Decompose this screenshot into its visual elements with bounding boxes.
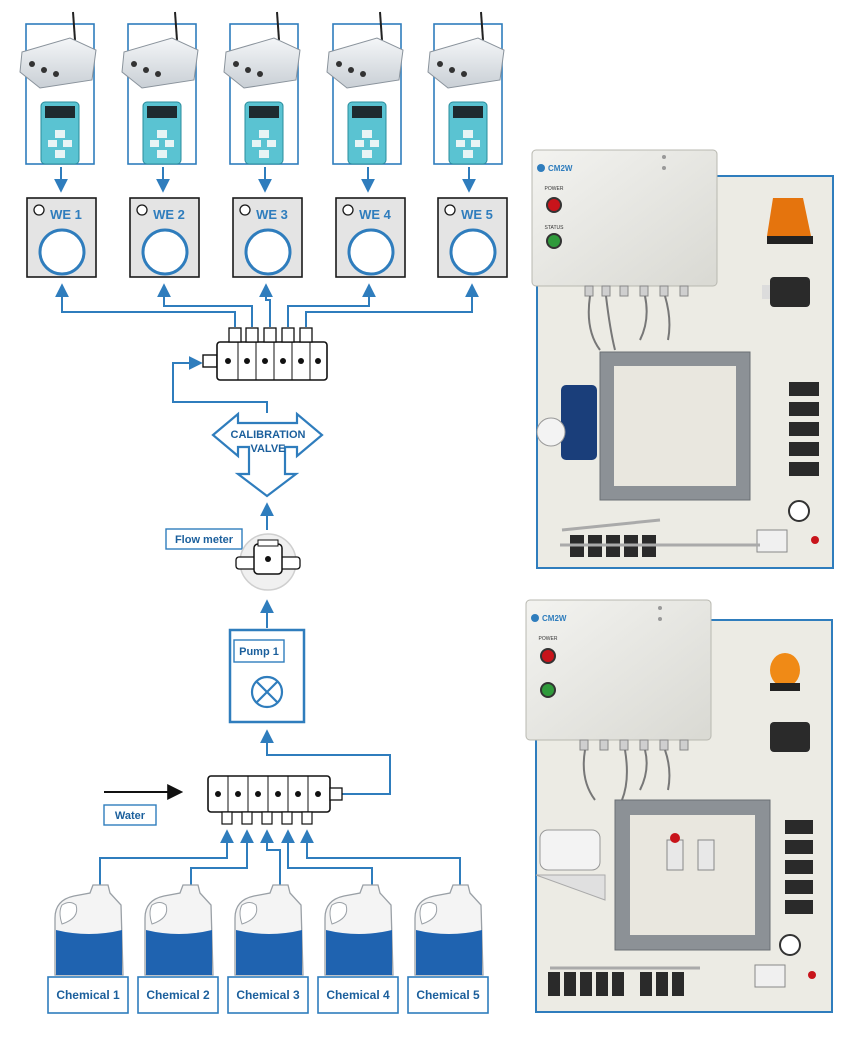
valve-label-line1: CALIBRATION xyxy=(231,429,306,441)
chemical-containers: Chemical 1 Chemical 2 Chemical 3 Chemica… xyxy=(47,884,489,1014)
chemical-label: Chemical 3 xyxy=(236,988,300,1002)
chemical-jug-1: Chemical 1 xyxy=(47,884,129,1014)
panel-photo-1: CM2W POWER STATUS xyxy=(531,149,834,569)
gateway-device-icon xyxy=(223,37,301,89)
chemical-jug-4: Chemical 4 xyxy=(317,884,399,1014)
analyzer-column-3: WE 3 xyxy=(223,11,303,278)
power-light-icon xyxy=(540,648,556,664)
flow-meter-icon xyxy=(235,533,301,591)
chemical-lines xyxy=(99,829,461,885)
status-light-icon xyxy=(546,233,562,249)
bottom-manifold xyxy=(207,775,343,825)
panel-photo-2: CM2W POWER xyxy=(525,599,833,1013)
antenna-icon xyxy=(72,11,76,41)
cabinet-brand: CM2W xyxy=(542,614,567,623)
chemical-label: Chemical 5 xyxy=(416,988,480,1002)
power-light-icon xyxy=(546,197,562,213)
manifold-to-pump-line xyxy=(260,729,391,795)
control-cabinet xyxy=(525,599,712,741)
valve-to-manifold-line xyxy=(172,356,268,413)
chemical-label: Chemical 4 xyxy=(326,988,390,1002)
status-light-icon xyxy=(540,682,556,698)
brand-logo-icon xyxy=(537,164,545,172)
valve-arrows-shape xyxy=(211,411,324,498)
flow-meter-label-text: Flow meter xyxy=(175,534,234,546)
chemical-label: Chemical 1 xyxy=(56,988,120,1002)
gateway-device-icon xyxy=(19,37,97,89)
brand-logo-icon xyxy=(531,614,539,622)
analyzer-label: WE 4 xyxy=(359,207,392,222)
chemical-jug-2: Chemical 2 xyxy=(137,884,219,1014)
pump-1: Pump 1 xyxy=(228,628,306,724)
analyzer-column-1: WE 1 xyxy=(19,11,97,278)
cabinet-brand: CM2W xyxy=(548,164,573,173)
chemical-jug-3: Chemical 3 xyxy=(227,884,309,1014)
peristaltic-pump-icon xyxy=(539,829,601,871)
power-label: POWER xyxy=(545,186,564,192)
gateway-device-icon xyxy=(427,37,505,89)
analyzer-column-2: WE 2 xyxy=(121,11,200,278)
water-label-text: Water xyxy=(115,810,146,822)
analyzer-column-5: WE 5 xyxy=(427,11,508,278)
status-label: STATUS xyxy=(545,225,565,231)
flow-meter-label: Flow meter xyxy=(165,528,243,550)
antenna-icon xyxy=(480,11,484,41)
chemical-label: Chemical 2 xyxy=(146,988,210,1002)
analyzer-label: WE 5 xyxy=(461,207,493,222)
analyzer-label: WE 2 xyxy=(153,207,185,222)
water-label: Water xyxy=(103,804,157,826)
distribution-lines xyxy=(55,283,479,327)
power-label: POWER xyxy=(539,636,558,642)
analyzer-columns: WE 1 WE 2 xyxy=(19,11,508,278)
gateway-device-icon xyxy=(326,37,404,89)
beacon-light-icon xyxy=(770,653,800,687)
valve-label-line2: VALVE xyxy=(250,443,285,455)
beacon-light-icon xyxy=(767,198,811,236)
calibration-valve: CALIBRATION VALVE xyxy=(211,411,324,498)
gateway-device-icon xyxy=(121,37,199,89)
metering-pump-icon xyxy=(561,385,597,460)
antenna-icon xyxy=(276,11,280,41)
pump-label: Pump 1 xyxy=(239,646,279,658)
analyzer-column-4: WE 4 xyxy=(326,11,406,278)
pressure-gauge-icon xyxy=(788,500,810,522)
antenna-icon xyxy=(379,11,383,41)
pressure-gauge-icon xyxy=(779,934,801,956)
top-manifold xyxy=(202,327,328,381)
chemical-jug-5: Chemical 5 xyxy=(407,884,489,1014)
analyzer-label: WE 3 xyxy=(256,207,288,222)
antenna-icon xyxy=(174,11,178,41)
analyzer-label: WE 1 xyxy=(50,207,82,222)
